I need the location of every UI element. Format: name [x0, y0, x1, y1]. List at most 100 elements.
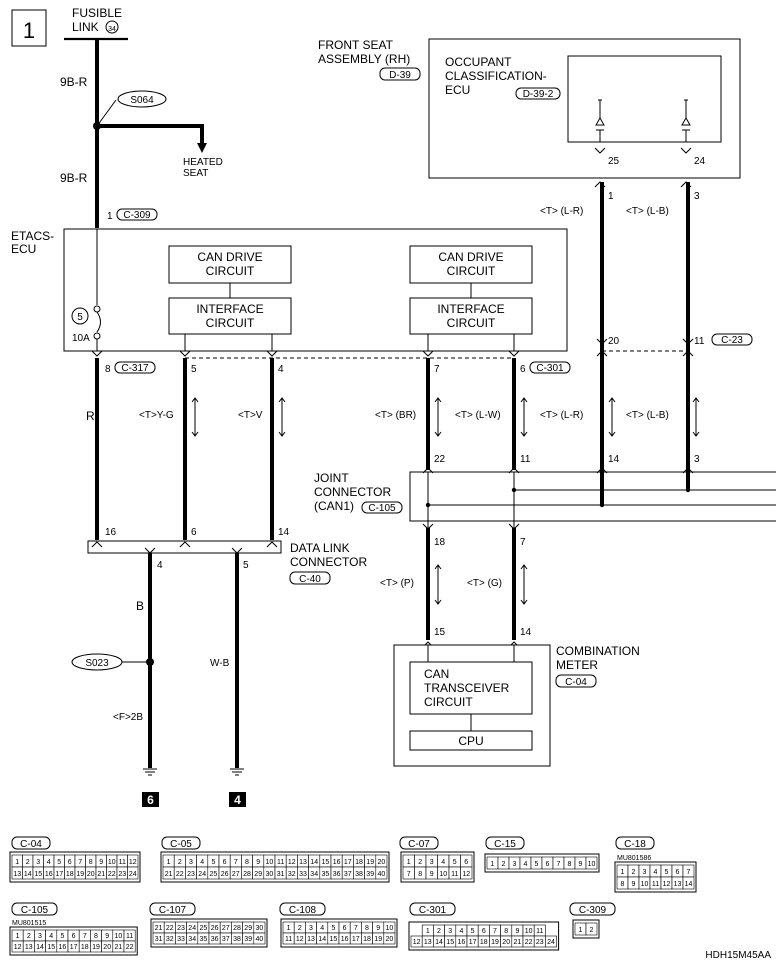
connector-c317-label: C-317 [121, 363, 149, 374]
connector-pin-number: 3 [430, 859, 434, 866]
connector-pin-number: 14 [36, 944, 44, 951]
wire-label-w-b: W-B [210, 658, 230, 669]
connector-cavity [375, 866, 388, 880]
pin-c23-11: 11 [694, 336, 705, 347]
connector-cavity [460, 866, 473, 880]
connector-d39-2-label: D-39-2 [523, 89, 554, 100]
connector-pin-number: 36 [211, 936, 219, 943]
connector-pin-number: 15 [446, 939, 454, 946]
pin-seat-3: 3 [694, 191, 700, 202]
connector-pin-number: 21 [514, 939, 522, 946]
wire-label-f-2b: <F>2B [113, 712, 143, 723]
ecu-terminal-24 [681, 99, 691, 142]
connector-pin-number: 15 [34, 871, 42, 878]
connector-pin-number: 38 [355, 871, 363, 878]
connector-pin-number: 17 [70, 944, 78, 951]
connector-cavity [585, 856, 598, 870]
connector-c301-tag [529, 361, 571, 374]
connector-cavity [383, 932, 396, 945]
pin-cm-14: 14 [520, 627, 532, 638]
connector-pin-number: 9 [430, 871, 434, 878]
connector-view-tag [279, 902, 326, 916]
pin-dl-14: 14 [278, 527, 290, 538]
etacs-ecu: ETACS- ECU CAN DRIVE CIRCUIT INTERFACE C… [11, 228, 568, 352]
pin-joint-22: 22 [434, 454, 446, 465]
connector-pin-number: 15 [322, 859, 330, 866]
connector-pin-number: 2 [27, 933, 31, 940]
connector-pin-number: 6 [464, 859, 468, 866]
connector-pin-number: 33 [299, 871, 307, 878]
connector-pin-number: 5 [331, 925, 335, 932]
pin-etacs-4: 4 [278, 364, 284, 375]
connector-c40-tag [289, 571, 331, 585]
connector-cavity [585, 922, 598, 936]
pin-joint-7: 7 [520, 537, 526, 548]
connector-view-tag [149, 902, 196, 916]
can-drive-circuit-1-label: CAN DRIVE [197, 250, 262, 264]
connector-c301-label: C-301 [536, 363, 564, 374]
connector-pin-number: 24 [188, 925, 196, 932]
connector-pin-number: 19 [92, 944, 100, 951]
wire-label-y-g: <T>Y-G [139, 410, 174, 421]
connector-pin-number: 34 [310, 871, 318, 878]
connector-pin-number: 8 [621, 881, 625, 888]
connector-pin-number: 40 [378, 871, 386, 878]
connector-pin-number: 32 [166, 936, 174, 943]
connector-pin-number: 4 [459, 928, 463, 935]
connector-pin-number: 23 [536, 939, 544, 946]
pin-dl-16: 16 [105, 527, 117, 538]
wire-label-9b-r: 9B-R [60, 75, 88, 89]
connector-pin-number: 14 [435, 939, 443, 946]
pin-c23-20: 20 [608, 336, 620, 347]
connector-pin-number: 21 [97, 871, 105, 878]
connector-pin-number: 18 [355, 859, 363, 866]
connector-view-tag [399, 836, 439, 850]
can-transceiver-label: CAN [424, 667, 449, 681]
connector-pin-number: 1 [287, 925, 291, 932]
connector-view-label: C-18 [624, 839, 646, 850]
pin-seat-24: 24 [694, 156, 706, 167]
connector-pin-number: 1 [15, 859, 19, 866]
front-seat-label: FRONT SEAT [318, 38, 394, 52]
connector-pin-number: 6 [72, 933, 76, 940]
connector-pin-number: 12 [462, 871, 470, 878]
connector-pin-number: 23 [177, 925, 185, 932]
connector-pin-number: 2 [298, 925, 302, 932]
connector-d39-label: D-39 [389, 70, 411, 81]
connector-c317-tag [114, 361, 156, 374]
occupant-ecu-box [567, 55, 722, 143]
connector-pin-number: 12 [129, 859, 137, 866]
connector-pin-number: 8 [504, 928, 508, 935]
page-number: 1 [23, 18, 35, 43]
connector-pin-number: 2 [26, 859, 30, 866]
connector-pin-number: 14 [318, 936, 326, 943]
can-drive-circuit-2-label: CAN DRIVE [438, 250, 503, 264]
connector-pin-number: 5 [535, 861, 539, 868]
connector-pin-number: 28 [233, 925, 241, 932]
connector-pin-number: 3 [513, 861, 517, 868]
connector-pin-number: 37 [344, 871, 352, 878]
connector-pin-number: 17 [344, 859, 352, 866]
connector-pin-number: 16 [458, 939, 466, 946]
connector-pin-number: 35 [200, 936, 208, 943]
connector-pin-number: 27 [232, 871, 240, 878]
connector-pin-number: 6 [343, 925, 347, 932]
connector-pin-number: 3 [38, 933, 42, 940]
pin-joint-3: 3 [694, 454, 700, 465]
connector-pin-number: 14 [310, 859, 318, 866]
fusible-link-label: FUSIBLE [72, 6, 122, 20]
connector-pin-number: 12 [14, 944, 22, 951]
connector-c309-label: C-309 [123, 210, 151, 221]
can-signal-arrows [191, 397, 700, 605]
connector-pin-number: 10 [641, 881, 649, 888]
connector-part-number: MU801515 [12, 920, 46, 927]
connector-pin-number: 11 [285, 936, 292, 943]
connector-d39-tag [379, 67, 421, 81]
connector-pin-number: 1 [579, 927, 583, 934]
pin-c317-8: 8 [105, 364, 111, 375]
